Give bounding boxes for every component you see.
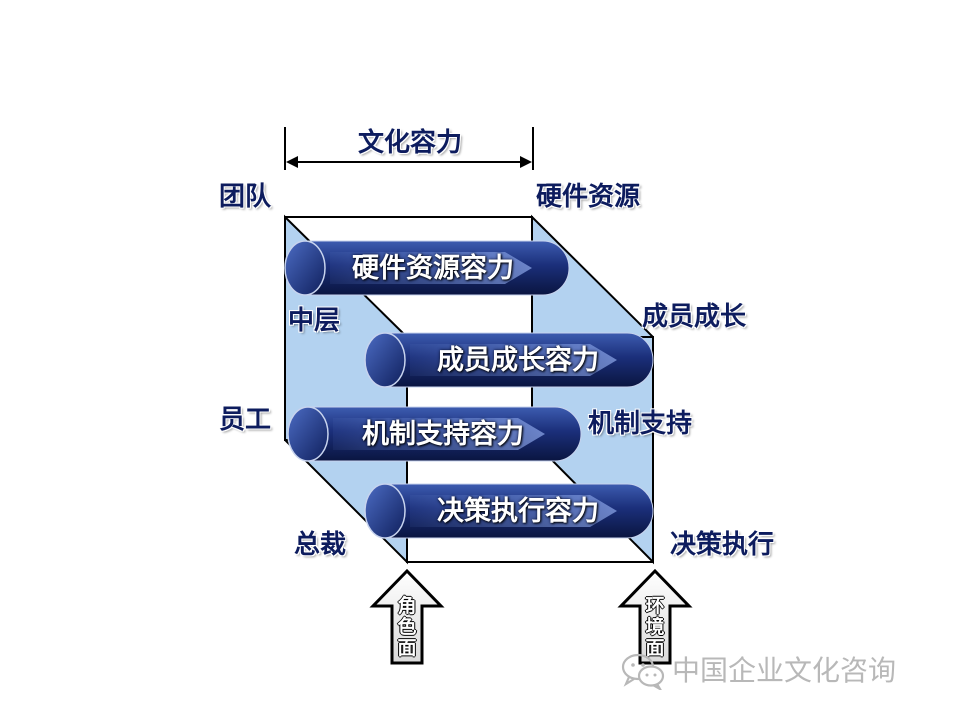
bar-label-mechanism: 机制支持容力 bbox=[362, 419, 524, 450]
wechat-icon bbox=[621, 653, 665, 690]
bar-hardware-capacity bbox=[284, 240, 570, 296]
bar-label-growth: 成员成长容力 bbox=[437, 345, 599, 376]
top-dimension-label: 文化容力 bbox=[358, 128, 463, 158]
watermark-text: 中国企业文化咨询 bbox=[672, 654, 897, 687]
bar-label-decision: 决策执行容力 bbox=[437, 496, 599, 527]
environment-arrow bbox=[617, 568, 693, 665]
label-decision: 决策执行 bbox=[670, 530, 775, 560]
label-hardware: 硬件资源 bbox=[536, 182, 641, 212]
label-president: 总裁 bbox=[294, 530, 347, 560]
bar-mechanism-capacity bbox=[287, 406, 582, 462]
role-arrow-label: 角色面 bbox=[397, 595, 417, 659]
label-mechanism: 机制支持 bbox=[588, 409, 693, 439]
dimension-line bbox=[284, 127, 534, 170]
bar-growth-capacity bbox=[364, 332, 654, 388]
label-team: 团队 bbox=[219, 182, 272, 212]
environment-arrow-label: 环境面 bbox=[645, 595, 665, 659]
role-arrow bbox=[369, 568, 445, 665]
bar-decision-capacity bbox=[364, 483, 654, 539]
watermark: 中国企业文化咨询 bbox=[620, 651, 896, 691]
label-growth: 成员成长 bbox=[642, 302, 747, 332]
bar-label-hardware: 硬件资源容力 bbox=[352, 253, 514, 284]
label-middle: 中层 bbox=[288, 306, 341, 336]
label-staff: 员工 bbox=[219, 405, 272, 435]
